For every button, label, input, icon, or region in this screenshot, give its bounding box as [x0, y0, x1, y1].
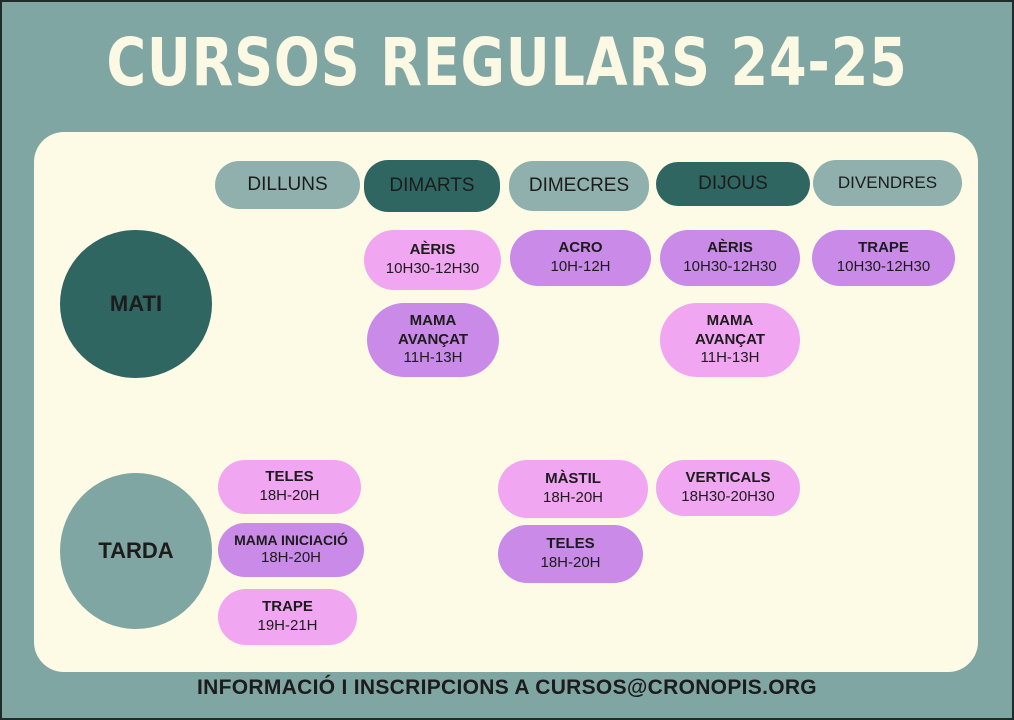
day-header-divendres: DIVENDRES — [813, 160, 962, 206]
day-header-dimecres: DIMECRES — [509, 161, 649, 211]
class-name-line1: MAMA — [409, 311, 457, 329]
day-header-dilluns: DILLUNS — [215, 161, 360, 209]
class-time: 18H-20H — [540, 554, 601, 571]
class-name-line2: AVANÇAT — [398, 330, 468, 348]
day-header-dijous: DIJOUS — [656, 162, 810, 206]
class-divendres-trape: TRAPE 10H30-12H30 — [812, 230, 955, 286]
class-name: MAMA INICIACIÓ — [234, 531, 348, 548]
class-dijous-aeris: AÈRIS 10H30-12H30 — [660, 230, 800, 286]
class-name: AÈRIS — [409, 241, 456, 259]
class-name: AÈRIS — [707, 239, 753, 257]
class-dimecres-acro: ACRO 10H-12H — [510, 230, 651, 286]
class-dilluns-mama-iniciacio: MAMA INICIACIÓ 18H-20H — [218, 523, 364, 577]
class-time: 19H-21H — [257, 617, 318, 634]
class-time: 11H-13H — [403, 349, 463, 367]
class-dijous-verticals: VERTICALS 18H30-20H30 — [656, 460, 800, 516]
class-time: 18H-20H — [542, 489, 604, 506]
class-time: 18H30-20H30 — [681, 488, 775, 505]
class-name-line1: MAMA — [706, 311, 754, 329]
class-dijous-mama-avancat: MAMA AVANÇAT 11H-13H — [660, 303, 800, 377]
class-dimarts-mama-avancat: MAMA AVANÇAT 11H-13H — [367, 303, 499, 377]
contact-footer: INFORMACIÓ I INSCRIPCIONS A CURSOS@CRONO… — [197, 676, 817, 699]
class-time: 18H-20H — [259, 487, 320, 504]
class-name: TRAPE — [262, 598, 313, 616]
class-name: TELES — [265, 468, 314, 486]
class-time: 11H-13H — [700, 349, 760, 367]
class-time: 18H-20H — [260, 549, 322, 567]
class-name-line2: AVANÇAT — [695, 330, 765, 348]
class-dilluns-teles: TELES 18H-20H — [218, 460, 361, 514]
class-time: 10H-12H — [550, 258, 611, 275]
class-dilluns-trape: TRAPE 19H-21H — [218, 589, 357, 645]
class-name: ACRO — [558, 239, 603, 257]
class-time: 10H30-12H30 — [836, 258, 931, 275]
schedule-card: DILLUNS DIMARTS DIMECRES DIJOUS DIVENDRE… — [34, 132, 978, 672]
class-name: VERTICALS — [685, 469, 771, 487]
day-header-dimarts: DIMARTS — [364, 160, 500, 212]
poster-title: CURSOS REGULARS 24-25 — [106, 24, 908, 101]
class-name: TRAPE — [858, 239, 909, 257]
period-tarda: TARDA — [60, 473, 212, 629]
class-dimecres-mastil: MÀSTIL 18H-20H — [498, 460, 648, 518]
class-time: 10H30-12H30 — [385, 260, 480, 277]
class-time: 10H30-12H30 — [683, 258, 777, 275]
class-dimecres-teles: TELES 18H-20H — [498, 525, 643, 583]
class-name: MÀSTIL — [545, 470, 601, 488]
class-name: TELES — [546, 535, 595, 553]
class-dimarts-aeris: AÈRIS 10H30-12H30 — [364, 230, 501, 290]
period-mati: MATI — [60, 230, 212, 378]
